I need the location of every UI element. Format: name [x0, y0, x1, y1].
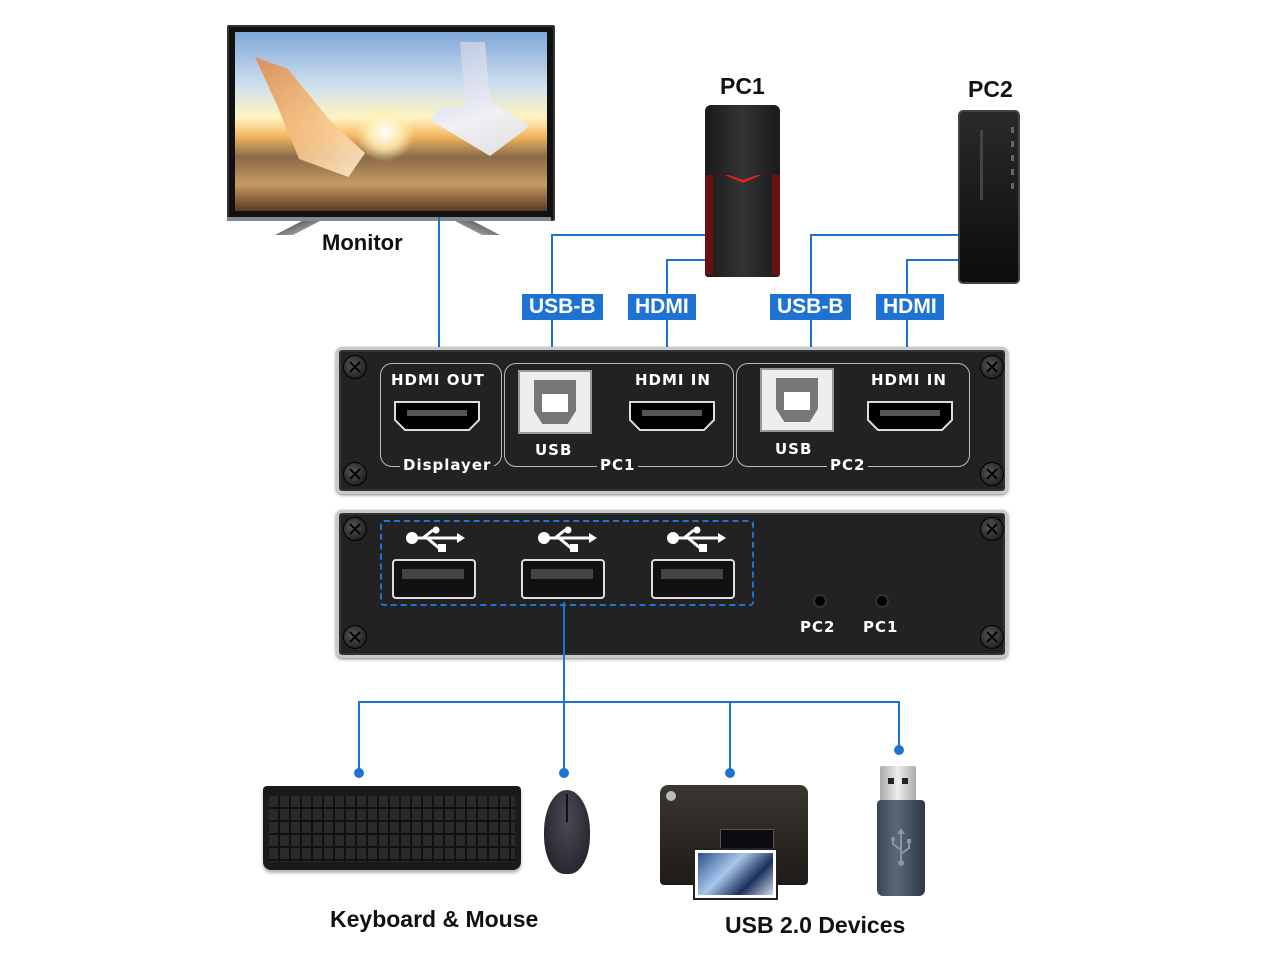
monitor-foot-left	[275, 221, 320, 235]
tag-pc2-usb-b: USB-B	[770, 294, 851, 320]
pc1-switch-button[interactable]	[877, 596, 887, 606]
wire-pc2-usb-h	[810, 234, 958, 236]
printer-connector-dot	[725, 768, 735, 778]
screw-icon	[980, 625, 1004, 649]
hdmi-out-port[interactable]	[393, 400, 481, 432]
pc1-tower	[705, 105, 780, 277]
wire-usb-hub-trunk	[563, 602, 565, 772]
usb-flash-drive	[877, 800, 925, 896]
wire-pc1-usb-h	[551, 234, 705, 236]
pc2-hdmi-in-port[interactable]	[866, 400, 954, 432]
screw-icon	[980, 517, 1004, 541]
wire-monitor-hdmi	[438, 217, 440, 370]
pc2-usb-label: USB	[775, 440, 813, 458]
pc1-group-label: PC1	[597, 456, 639, 474]
usb-symbol-icon	[667, 526, 726, 552]
wire-printer	[729, 701, 731, 772]
pc2-hdmi-in-label: HDMI IN	[871, 371, 947, 389]
pc1-hdmi-in-port[interactable]	[628, 400, 716, 432]
monitor	[227, 25, 555, 221]
printed-photo	[695, 850, 776, 898]
screw-icon	[343, 462, 367, 486]
keyboard-mouse-label: Keyboard & Mouse	[330, 906, 539, 932]
pc2-group-label: PC2	[827, 456, 869, 474]
pc2-tower	[958, 110, 1020, 284]
pc2-switch-button[interactable]	[815, 596, 825, 606]
usb-symbol-icon	[406, 526, 465, 552]
keyboard	[263, 786, 521, 870]
pc1-usb-label: USB	[535, 441, 573, 459]
usb-flash-drive-connector	[880, 766, 916, 804]
screw-icon	[980, 355, 1004, 379]
wire-usb-bus	[358, 701, 900, 703]
monitor-label: Monitor	[322, 230, 403, 255]
bird-left	[255, 57, 365, 177]
monitor-base	[227, 217, 551, 221]
usb-ports-highlight	[380, 520, 754, 606]
pc1-hdmi-in-label: HDMI IN	[635, 371, 711, 389]
wire-flash-drive	[898, 701, 900, 749]
screw-icon	[980, 462, 1004, 486]
screw-icon	[343, 625, 367, 649]
tag-pc2-hdmi: HDMI	[876, 294, 944, 320]
tag-pc1-usb-b: USB-B	[522, 294, 603, 320]
hdmi-out-label: HDMI OUT	[391, 371, 485, 389]
bird-right	[430, 42, 530, 156]
pc1-label: PC1	[720, 73, 765, 99]
usb-a-port-2[interactable]	[521, 559, 605, 599]
mouse-connector-dot	[559, 768, 569, 778]
screw-icon	[343, 355, 367, 379]
tag-pc1-hdmi: HDMI	[628, 294, 696, 320]
usb-devices-label: USB 2.0 Devices	[725, 912, 906, 938]
pc1-switch-label: PC1	[863, 618, 899, 636]
displayer-label: Displayer	[400, 456, 495, 474]
usb-a-port-3[interactable]	[651, 559, 735, 599]
pc1-red-accent	[725, 175, 761, 183]
wire-keyboard	[358, 701, 360, 772]
usb-a-port-1[interactable]	[392, 559, 476, 599]
monitor-screen	[235, 32, 547, 211]
pc2-label: PC2	[968, 76, 1013, 102]
usb-logo-icon	[891, 828, 911, 866]
mouse	[544, 790, 590, 874]
flash-drive-connector-dot	[894, 745, 904, 755]
pc2-switch-label: PC2	[800, 618, 836, 636]
screw-icon	[343, 517, 367, 541]
pc2-usb-b-port[interactable]	[760, 368, 834, 432]
wire-pc2-hdmi-h	[906, 259, 958, 261]
usb-symbol-icon	[538, 526, 597, 552]
pc1-usb-b-port[interactable]	[518, 370, 592, 434]
monitor-foot-right	[455, 221, 500, 235]
keyboard-connector-dot	[354, 768, 364, 778]
wire-pc1-hdmi-h	[666, 259, 705, 261]
